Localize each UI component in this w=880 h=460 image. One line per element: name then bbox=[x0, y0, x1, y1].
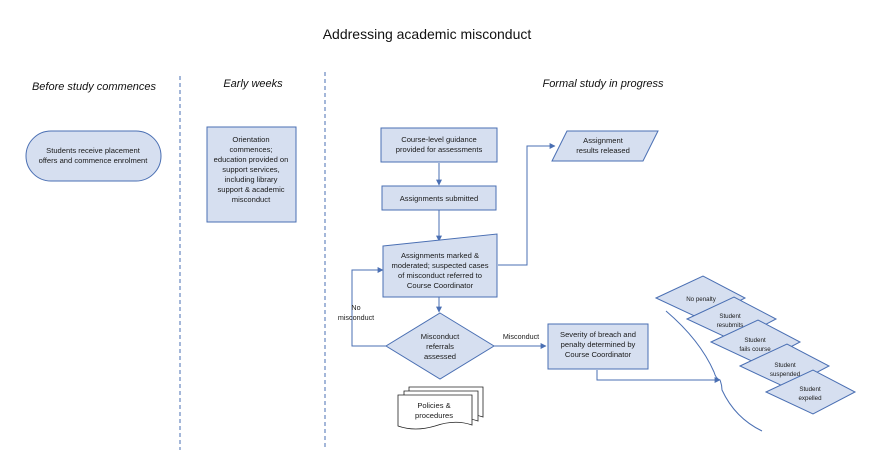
orientation-line-6: support & academic bbox=[217, 185, 284, 194]
severity-line-3: Course Coordinator bbox=[565, 350, 632, 359]
orientation-line-2: commences; bbox=[229, 145, 272, 154]
node-severity: Severity of breach and penalty determine… bbox=[547, 323, 649, 370]
penalty-options: No penalty Student resubmits Student fai… bbox=[654, 275, 857, 415]
guidance-line-2: provided for assessments bbox=[396, 145, 483, 154]
results-line-2: results released bbox=[576, 146, 630, 155]
policies-line-2: procedures bbox=[415, 411, 453, 420]
orientation-line-4: support services, bbox=[222, 165, 279, 174]
node-referrals: Misconduct referrals assessed bbox=[385, 312, 495, 380]
penalty-2-line-1: Student bbox=[719, 313, 741, 320]
label-misconduct: Misconduct bbox=[503, 332, 539, 341]
lane-early-weeks: Early weeks bbox=[223, 78, 283, 90]
marked-line-3: of misconduct referred to bbox=[398, 271, 482, 280]
marked-line-4: Course Coordinator bbox=[407, 281, 474, 290]
lane-before-study: Before study commences bbox=[32, 81, 157, 93]
results-line-1: Assignment bbox=[583, 136, 624, 145]
diagram-title: Addressing academic misconduct bbox=[323, 26, 532, 42]
orientation-line-7: misconduct bbox=[232, 195, 271, 204]
node-orientation: Orientation commences; education provide… bbox=[206, 126, 297, 223]
referrals-line-2: referrals bbox=[426, 342, 454, 351]
edge-marked-results bbox=[498, 143, 556, 266]
penalty-expelled: Student expelled bbox=[764, 369, 857, 415]
node-policies: Policies & procedures bbox=[397, 386, 484, 430]
orientation-line-5: including library bbox=[225, 175, 278, 184]
node-results: Assignment results released bbox=[551, 130, 659, 162]
penalty-3-line-2: fails course bbox=[739, 346, 771, 353]
referrals-line-1: Misconduct bbox=[421, 332, 460, 341]
label-no: No bbox=[351, 303, 360, 312]
penalty-2-line-2: resubmits bbox=[717, 322, 744, 329]
penalty-4-line-2: suspended bbox=[770, 371, 801, 378]
placement-line-2: offers and commence enrolment bbox=[39, 156, 149, 165]
placement-line-1: Students receive placement bbox=[46, 146, 141, 155]
label-misconduct-none: misconduct bbox=[338, 313, 374, 322]
node-marked: Assignments marked & moderated; suspecte… bbox=[382, 233, 498, 298]
penalty-5-line-2: expelled bbox=[798, 395, 822, 402]
edge-no-misconduct-loop bbox=[351, 267, 386, 347]
penalty-brace bbox=[665, 310, 763, 432]
referrals-line-3: assessed bbox=[424, 352, 456, 361]
severity-line-1: Severity of breach and bbox=[560, 330, 636, 339]
marked-line-2: moderated; suspected cases bbox=[391, 261, 488, 270]
guidance-line-1: Course-level guidance bbox=[401, 135, 477, 144]
penalty-3-line-1: Student bbox=[744, 337, 766, 344]
node-submitted: Assignments submitted bbox=[381, 185, 497, 211]
penalty-5-line-1: Student bbox=[799, 386, 821, 393]
node-guidance: Course-level guidance provided for asses… bbox=[380, 127, 498, 163]
edge-severity-penalties bbox=[596, 370, 721, 383]
node-placement: Students receive placement offers and co… bbox=[25, 130, 162, 182]
penalty-4-line-1: Student bbox=[774, 362, 796, 369]
lane-formal-study: Formal study in progress bbox=[542, 78, 664, 90]
orientation-line-1: Orientation bbox=[232, 135, 269, 144]
submitted-line-1: Assignments submitted bbox=[400, 194, 479, 203]
severity-line-2: penalty determined by bbox=[561, 340, 636, 349]
orientation-line-3: education provided on bbox=[214, 155, 289, 164]
penalty-1-line-1: No penalty bbox=[686, 296, 716, 303]
marked-line-1: Assignments marked & bbox=[401, 251, 479, 260]
policies-line-1: Policies & bbox=[417, 401, 450, 410]
connectors bbox=[351, 143, 763, 432]
